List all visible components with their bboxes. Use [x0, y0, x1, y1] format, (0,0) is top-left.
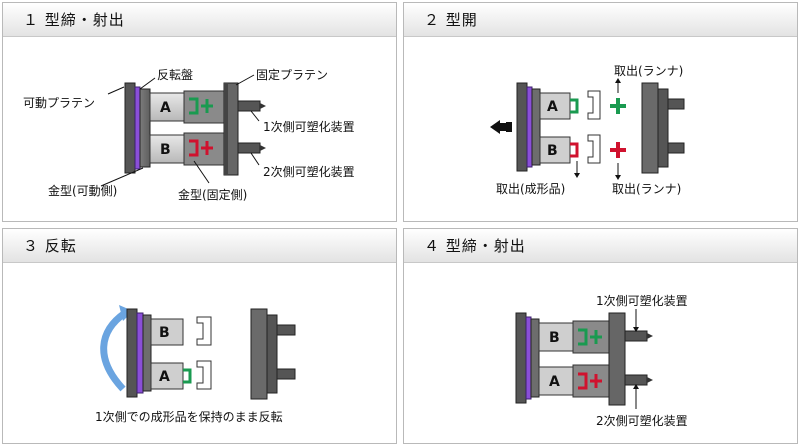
rotary-plate: [525, 316, 532, 400]
runner-red: [610, 142, 626, 158]
primary-nozzle: [667, 98, 685, 110]
secondary-nozzle: [237, 142, 261, 154]
secondary-gate: [201, 141, 213, 155]
mold-movable-back: [142, 314, 152, 392]
block-b-label: B: [547, 143, 558, 159]
rotary-plate: [526, 86, 533, 168]
panel-3-diagram: B A 1次側での成形品を保持のまま反転: [95, 305, 296, 424]
primary-nozzle: [624, 330, 648, 342]
mold-movable-back: [139, 88, 151, 168]
block-a-label: A: [159, 369, 170, 385]
panel-rotate: ３ 反転 B A 1次側での成形品を保持のまま反転: [2, 228, 397, 444]
mold-movable-back: [530, 318, 540, 398]
block-a-label: A: [547, 99, 558, 115]
label-secondary-injector: 2次側可塑化装置: [263, 164, 355, 179]
label-mold-movable: 金型(可動側): [48, 183, 117, 198]
panel-title: １ 型締・射出: [23, 11, 125, 29]
label-primary-injector: 1次側可塑化装置: [263, 119, 355, 134]
primary-part: [183, 368, 192, 384]
label-rotate-caption: 1次側での成形品を保持のまま反転: [95, 409, 283, 424]
panel-1-diagram: A B 可動プラテン 反転盤 固定プラテン 1次側可塑化装置 2次側可塑化装置: [23, 67, 355, 202]
panel-clamp-inject-1: １ 型締・射出 A B: [2, 2, 397, 222]
panel-title: ３ 反転: [23, 237, 77, 255]
mold-movable-back: [531, 88, 541, 166]
panel-2-diagram: A B 取出(ランナ) 取出(成形品) 取出(ランナ): [490, 64, 685, 196]
fixed-platen: [641, 82, 659, 174]
panel-title: ４ 型締・射出: [424, 237, 526, 255]
primary-part: [570, 98, 579, 114]
label-runner-takeout-top: 取出(ランナ): [614, 64, 683, 78]
panel-title: ２ 型開: [424, 11, 478, 29]
cavity-top: [196, 316, 212, 346]
fixed-platen: [250, 308, 268, 400]
primary-part: [578, 328, 588, 346]
panel-mold-open: ２ 型開 A B 取出(ランナ) 取出(成形品) 取出(ランナ): [403, 2, 798, 222]
panel-header: １ 型締・射出: [3, 3, 396, 37]
secondary-part: [578, 372, 588, 390]
label-primary-injector: 1次側可塑化装置: [596, 293, 688, 308]
block-b-label: B: [160, 142, 171, 158]
primary-nozzle: [237, 100, 261, 112]
primary-part: [189, 97, 199, 115]
secondary-part: [189, 139, 199, 157]
movable-platen: [126, 308, 138, 398]
movable-platen: [124, 82, 136, 174]
secondary-nozzle: [624, 374, 648, 386]
panel-clamp-inject-4: ４ 型締・射出 B A 1次側可塑化装置 2次側可塑化装置: [403, 228, 798, 444]
secondary-nozzle: [667, 142, 685, 154]
secondary-part: [570, 142, 579, 158]
block-a-label: A: [549, 374, 560, 390]
panel-4-diagram: B A 1次側可塑化装置 2次側可塑化装置: [515, 293, 688, 428]
fixed-platen: [608, 312, 626, 406]
cavity-bottom: [587, 134, 601, 164]
cavity-bottom: [196, 360, 212, 390]
movable-platen: [516, 82, 528, 172]
rotation-arrow: [100, 310, 128, 392]
block-a: [538, 366, 574, 396]
block-b-label: B: [159, 325, 170, 341]
movable-platen: [515, 312, 527, 404]
block-a-label: A: [160, 100, 171, 116]
label-fixed-platen: 固定プラテン: [256, 67, 328, 82]
label-mold-fixed: 金型(固定側): [178, 187, 247, 202]
label-rotary-plate: 反転盤: [157, 68, 193, 82]
block-a: [539, 92, 571, 120]
primary-nozzle: [276, 324, 296, 336]
label-runner-takeout-bottom: 取出(ランナ): [612, 182, 681, 196]
label-movable-platen: 可動プラテン: [23, 96, 95, 110]
primary-gate: [201, 99, 213, 113]
panel-header: ４ 型締・射出: [404, 229, 797, 263]
cavity-top: [587, 90, 601, 120]
block-b-label: B: [549, 330, 560, 346]
secondary-nozzle: [276, 368, 296, 380]
rotary-plate: [136, 312, 144, 394]
block-b: [539, 136, 571, 164]
block-b: [150, 318, 184, 346]
secondary-gate: [590, 374, 602, 388]
runner-green: [610, 98, 626, 114]
label-secondary-injector: 2次側可塑化装置: [596, 413, 688, 428]
primary-gate: [590, 330, 602, 344]
panel-header: ３ 反転: [3, 229, 396, 263]
label-product-takeout: 取出(成形品): [496, 182, 565, 196]
block-a: [150, 362, 184, 390]
rotary-plate: [134, 86, 141, 170]
panel-header: ２ 型開: [404, 3, 797, 37]
block-b: [538, 322, 574, 352]
